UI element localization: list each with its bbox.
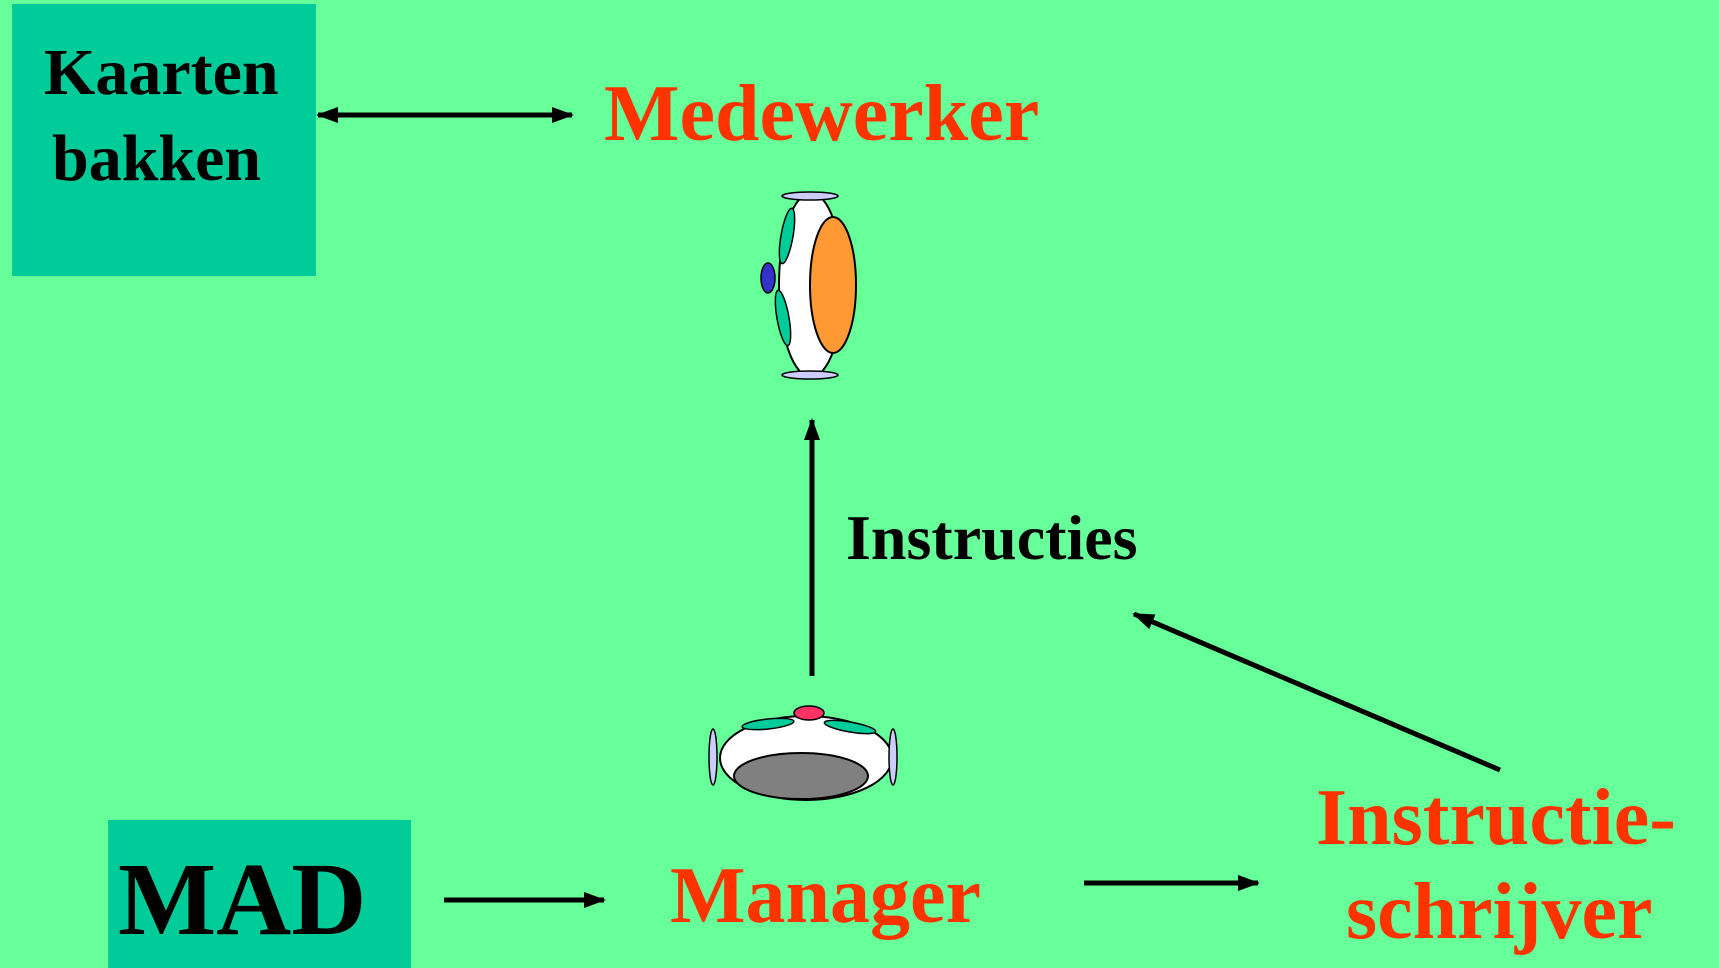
instructies-label: Instructies — [846, 502, 1138, 573]
kaartenbakken-label-line2: bakken — [52, 122, 262, 195]
kaartenbakken-label-line1: Kaarten — [44, 36, 279, 109]
manager-label: Manager — [670, 852, 982, 940]
mad-box — [108, 820, 411, 968]
instructieschrijver-label-line1: Instructie- — [1316, 774, 1676, 862]
mad-label: MAD — [118, 842, 367, 957]
medewerker-figure-icon — [760, 191, 857, 380]
schrijver-instructies-arrow — [1132, 611, 1501, 773]
medewerker-label: Medewerker — [604, 70, 1040, 158]
manager-figure-icon — [708, 705, 898, 801]
instructieschrijver-label-line2: schrijver — [1346, 868, 1653, 956]
kaartenbakken-box — [12, 4, 316, 276]
